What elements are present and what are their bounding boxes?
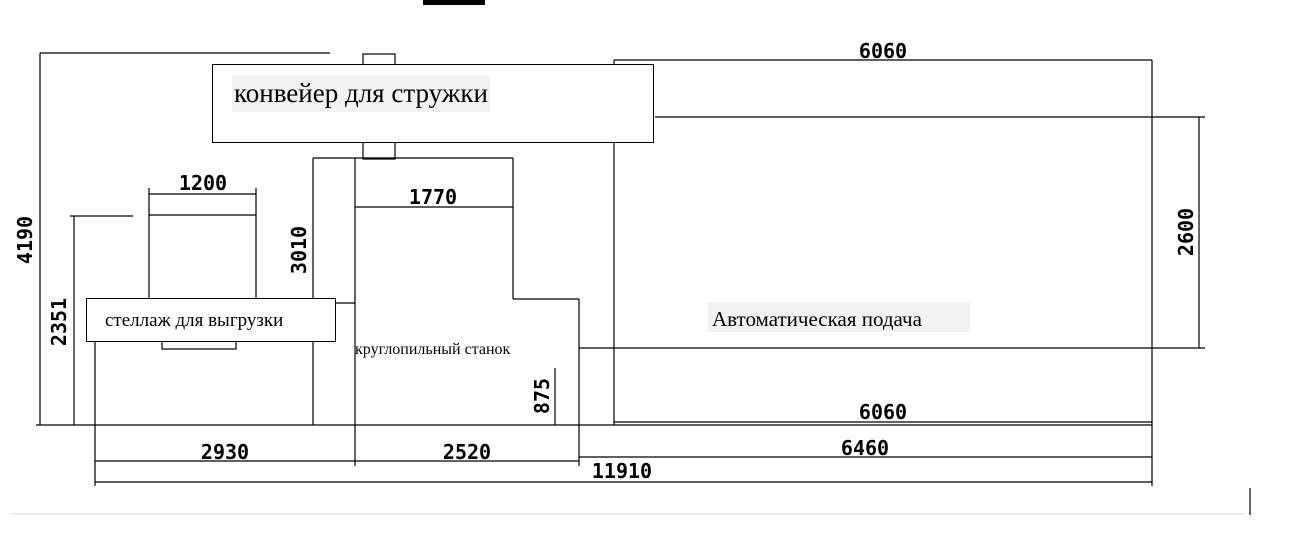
auto-feed-label: Автоматическая подача <box>712 307 923 331</box>
top-cut-text <box>423 0 485 5</box>
dim-2930: 2930 <box>201 440 249 464</box>
unload-rack-label: стеллаж для выгрузки <box>105 310 284 332</box>
dim-3010: 3010 <box>287 226 311 274</box>
chip-conveyor-label: конвейер для стружки <box>232 75 490 112</box>
dim-4190: 4190 <box>13 216 37 264</box>
chip-conveyor-box: конвейер для стружки <box>212 64 654 143</box>
circular-saw-label: круглопильный станок <box>355 341 511 358</box>
unload-rack-box: стеллаж для выгрузки <box>86 298 336 342</box>
dim-1770: 1770 <box>409 185 457 209</box>
auto-feed-label-bg <box>708 302 970 332</box>
dim-6060-inner: 6060 <box>859 400 907 424</box>
dim-6060-top: 6060 <box>859 39 907 63</box>
dim-6460: 6460 <box>841 436 889 460</box>
dim-2600: 2600 <box>1174 208 1198 256</box>
dim-875: 875 <box>530 378 554 414</box>
dim-1200: 1200 <box>179 171 227 195</box>
dim-11910: 11910 <box>592 459 652 483</box>
dim-2351: 2351 <box>47 298 71 346</box>
dim-2520: 2520 <box>443 440 491 464</box>
